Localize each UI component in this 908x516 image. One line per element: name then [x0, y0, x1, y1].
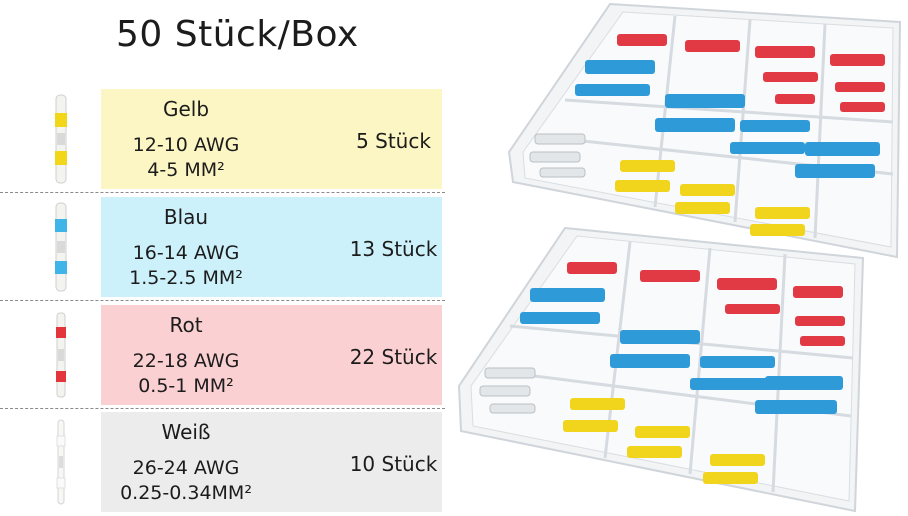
- connector-box-photo-top: [507, 2, 902, 259]
- row-weiss: Weiß 26-24 AWG 0.25-0.34MM² 10 Stück: [0, 412, 445, 512]
- color-name: Rot: [169, 313, 203, 337]
- color-name: Gelb: [162, 97, 210, 121]
- row-divider: [0, 408, 445, 409]
- mm-range: 4-5 MM²: [147, 159, 225, 181]
- row-rot: Rot 22-18 AWG 0.5-1 MM² 22 Stück: [0, 305, 445, 405]
- piece-count: 13 Stück: [349, 237, 438, 261]
- color-name: Weiß: [161, 420, 211, 444]
- row-divider: [0, 300, 445, 301]
- row-divider: [0, 192, 445, 193]
- connector-box-photo-bottom: [457, 226, 865, 513]
- piece-count: 22 Stück: [349, 345, 438, 369]
- mm-range: 1.5-2.5 MM²: [129, 267, 243, 289]
- row-gelb: Gelb 12-10 AWG 4-5 MM² 5 Stück: [0, 89, 445, 189]
- row-blau: Blau 16-14 AWG 1.5-2.5 MM² 13 Stück: [0, 197, 445, 297]
- page-title: 50 Stück/Box: [116, 14, 359, 55]
- panel-rot: Rot 22-18 AWG 0.5-1 MM² 22 Stück: [101, 305, 442, 405]
- mm-range: 0.25-0.34MM²: [120, 482, 252, 504]
- yellow-connector-image: [55, 94, 67, 184]
- awg-range: 22-18 AWG: [132, 350, 240, 372]
- red-connector-image: [56, 312, 66, 398]
- panel-gelb: Gelb 12-10 AWG 4-5 MM² 5 Stück: [101, 89, 442, 189]
- piece-count: 5 Stück: [356, 129, 431, 153]
- awg-range: 26-24 AWG: [132, 457, 240, 479]
- panel-weiss: Weiß 26-24 AWG 0.25-0.34MM² 10 Stück: [101, 412, 442, 512]
- mm-range: 0.5-1 MM²: [138, 375, 234, 397]
- awg-range: 16-14 AWG: [132, 242, 240, 264]
- blue-connector-image: [55, 202, 67, 292]
- panel-blau: Blau 16-14 AWG 1.5-2.5 MM² 13 Stück: [101, 197, 442, 297]
- piece-count: 10 Stück: [349, 452, 438, 476]
- awg-range: 12-10 AWG: [132, 134, 240, 156]
- color-name: Blau: [163, 205, 209, 229]
- white-connector-image: [56, 419, 66, 505]
